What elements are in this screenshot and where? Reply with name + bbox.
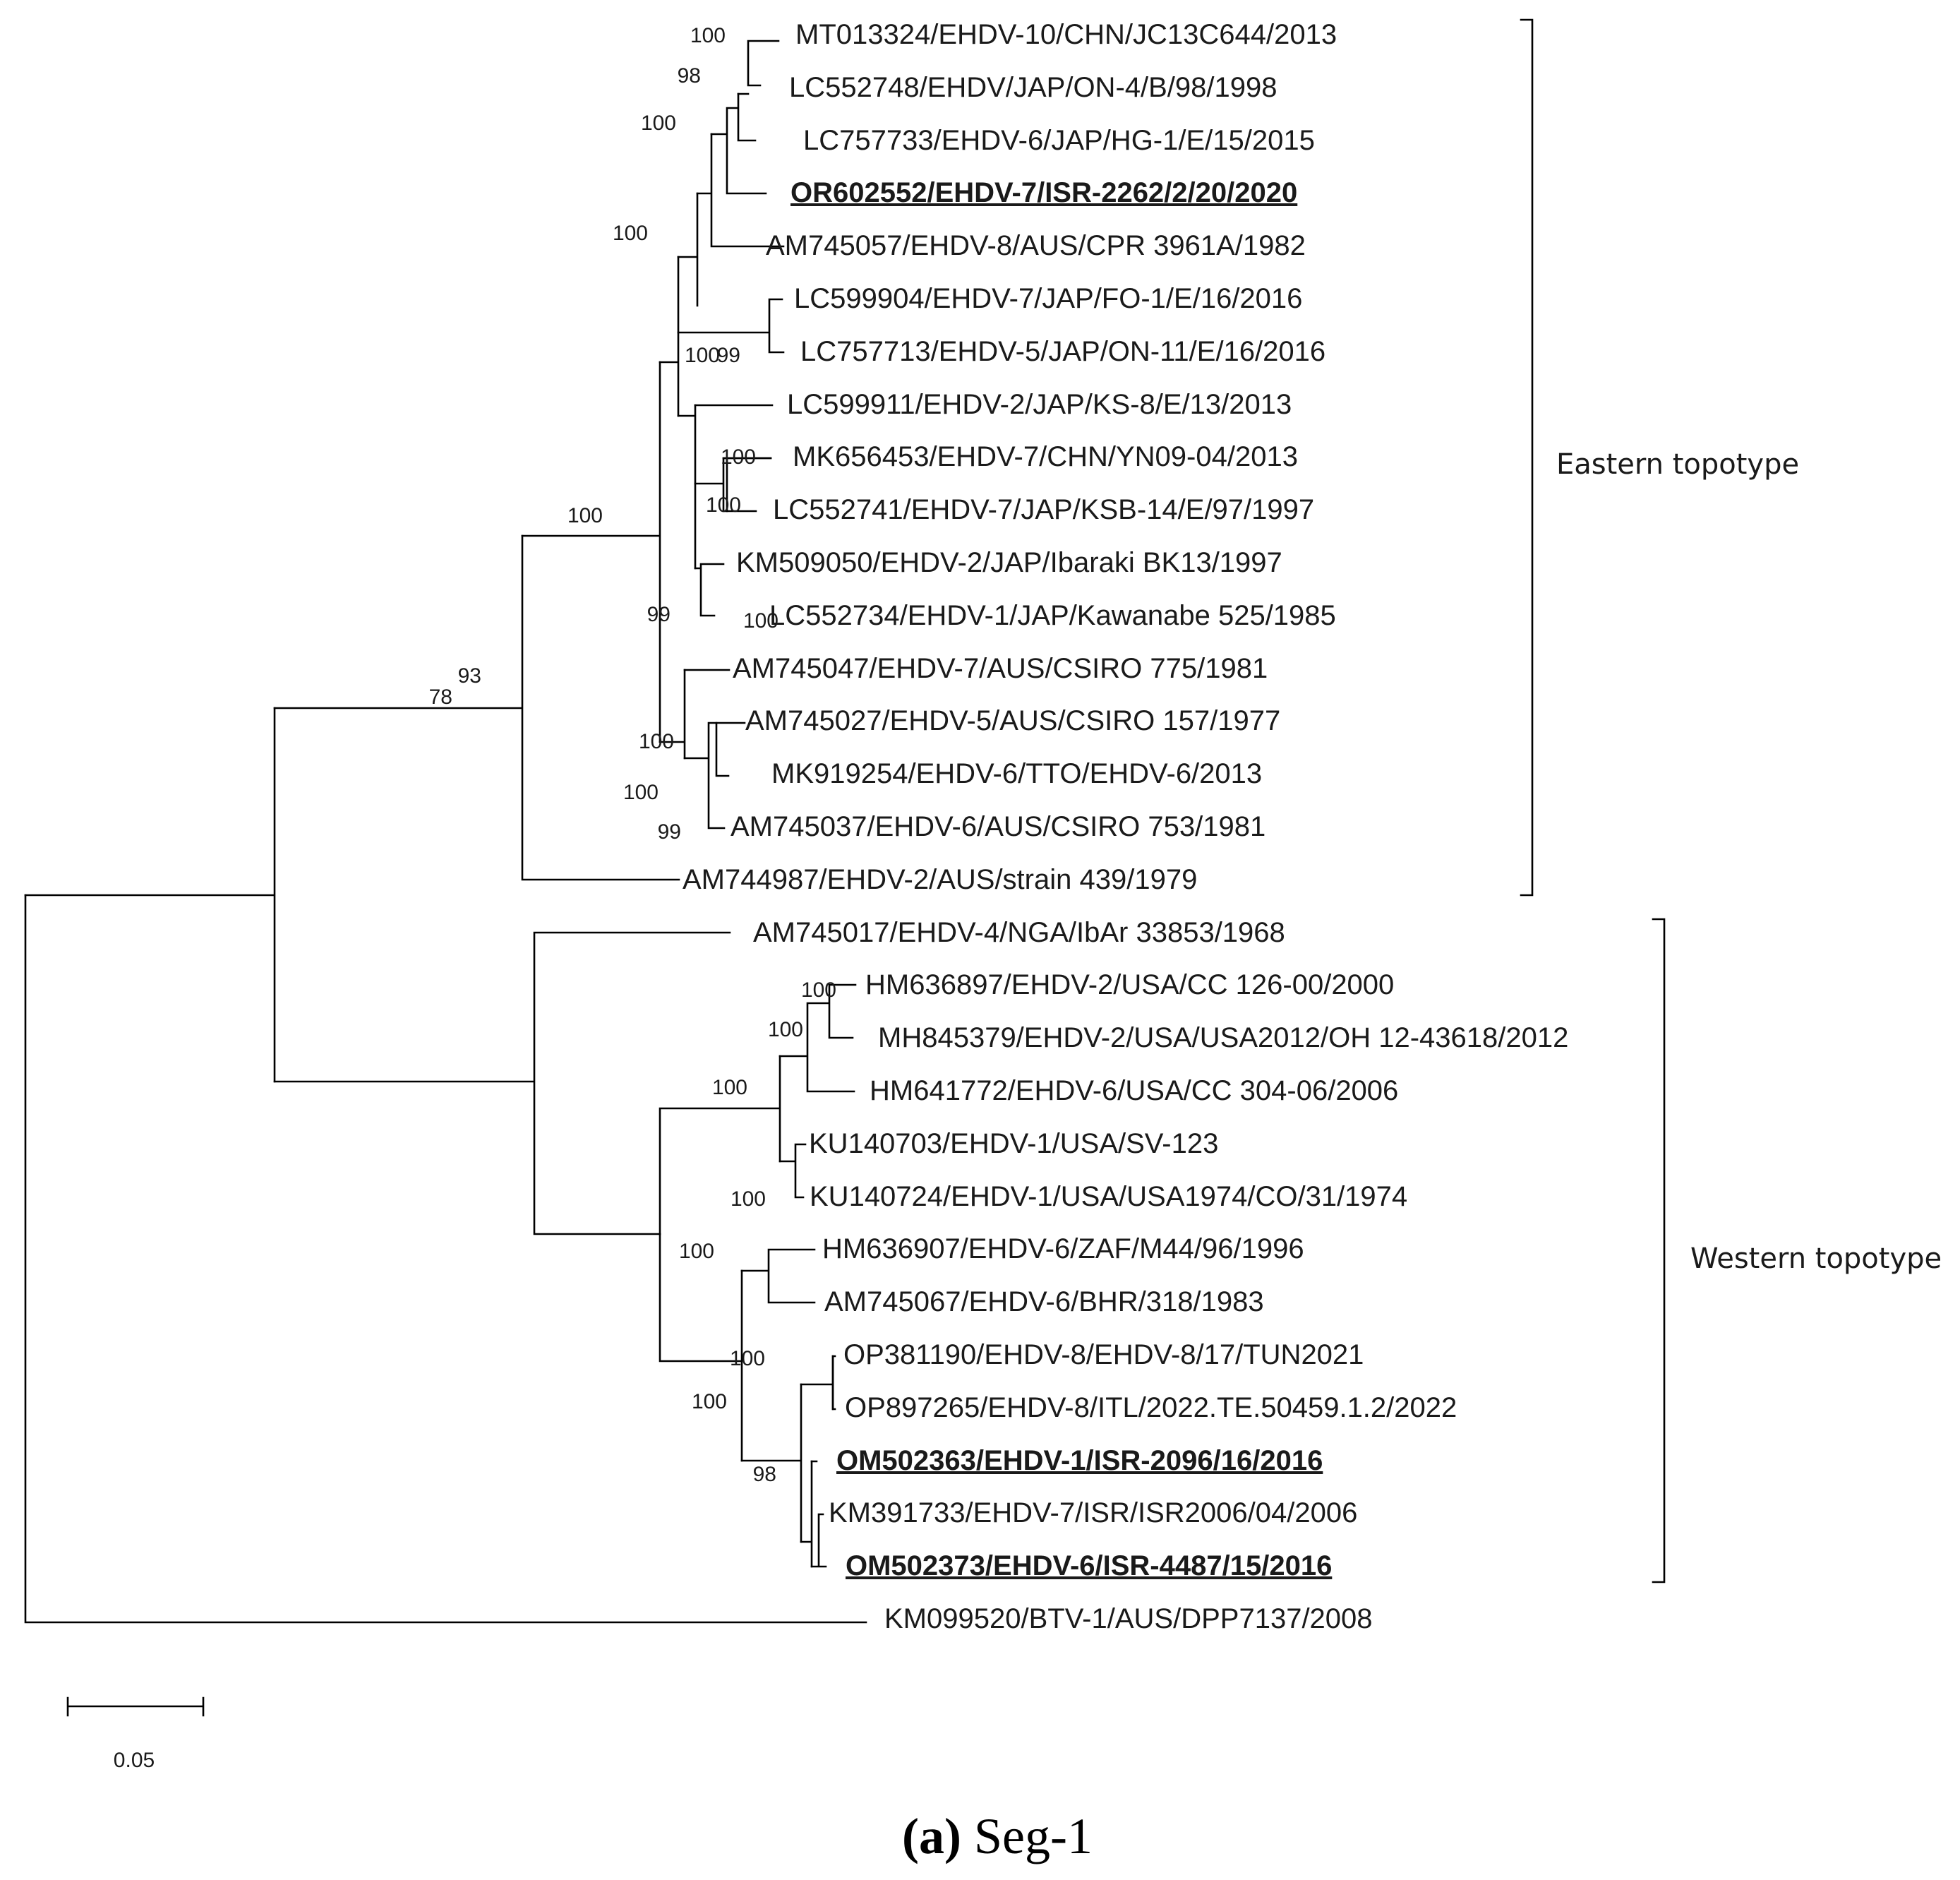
- tip-label: HM641772/EHDV-6/USA/CC 304-06/2006: [870, 1075, 1398, 1106]
- branch: [740, 1248, 816, 1304]
- tip-labels: MT013324/EHDV-10/CHN/JC13C644/2013LC5527…: [683, 19, 1568, 1634]
- scale-label: 0.05: [114, 1749, 155, 1772]
- tip-label: AM745047/EHDV-7/AUS/CSIRO 775/1981: [733, 653, 1268, 684]
- tip-label: LC757733/EHDV-6/JAP/HG-1/E/15/2015: [803, 125, 1315, 156]
- tip-label: OM502363/EHDV-1/ISR-2096/16/2016: [836, 1445, 1323, 1476]
- tip-label: AM745037/EHDV-6/AUS/CSIRO 753/1981: [731, 811, 1265, 842]
- tip-label: LC599904/EHDV-7/JAP/FO-1/E/16/2016: [794, 283, 1302, 314]
- eastern-topotype-label: Eastern topotype: [1556, 448, 1799, 481]
- tip-label: AM745017/EHDV-4/NGA/IbAr 33853/1968: [753, 917, 1285, 948]
- tip-label: KM391733/EHDV-7/ISR/ISR2006/04/2006: [829, 1497, 1357, 1528]
- bootstrap-value: 100: [641, 112, 676, 135]
- bootstrap-value: 100: [768, 1018, 803, 1041]
- tip-label: LC599911/EHDV-2/JAP/KS-8/E/13/2013: [787, 389, 1292, 420]
- branch: [273, 534, 680, 881]
- bootstrap-value: 100: [690, 24, 726, 47]
- branch: [659, 669, 686, 760]
- caption-letter: (a): [902, 1808, 961, 1864]
- tip-label: LC552734/EHDV-1/JAP/Kawanabe 525/1985: [769, 600, 1336, 631]
- bootstrap-value: 100: [801, 978, 836, 1002]
- tip-label: OP897265/EHDV-8/ITL/2022.TE.50459.1.2/20…: [845, 1392, 1457, 1423]
- branch: [800, 1355, 836, 1411]
- bootstrap-value: 99: [658, 820, 681, 844]
- branch: [659, 1055, 781, 1235]
- tip-label: KU140703/EHDV-1/USA/SV-123: [809, 1128, 1218, 1159]
- branch: [715, 722, 746, 777]
- tip-label: AM744987/EHDV-2/AUS/strain 439/1979: [683, 864, 1197, 895]
- tip-label: MK656453/EHDV-7/CHN/YN09-04/2013: [793, 441, 1298, 472]
- branch: [24, 894, 867, 1624]
- bootstrap-value: 100: [567, 504, 603, 527]
- bootstrap-value: 100: [712, 1076, 747, 1099]
- branch: [677, 404, 697, 570]
- bootstrap-value: 100: [731, 1187, 766, 1211]
- branch: [810, 1460, 827, 1568]
- bootstrap-value: 100: [706, 493, 741, 517]
- tip-label: KU140724/EHDV-1/USA/USA1974/CO/31/1974: [810, 1181, 1407, 1212]
- tip-label: MK919254/EHDV-6/TTO/EHDV-6/2013: [771, 758, 1262, 789]
- tip-label: KM509050/EHDV-2/JAP/Ibaraki BK13/1997: [736, 547, 1282, 578]
- bootstrap-value: 100: [623, 781, 659, 804]
- bootstrap-value: 98: [753, 1463, 776, 1486]
- bootstrap-value: 100: [721, 445, 756, 469]
- bootstrap-value: 99: [717, 344, 740, 367]
- tip-label: OM502373/EHDV-6/ISR-4487/15/2016: [846, 1550, 1332, 1581]
- tip-label: LC552748/EHDV/JAP/ON-4/B/98/1998: [789, 72, 1277, 103]
- western-topotype-label: Western topotype: [1690, 1243, 1942, 1275]
- bootstrap-value: 100: [679, 1240, 714, 1263]
- scale-bar: [66, 1696, 205, 1717]
- bootstrap-labels: 1009810010010010099781001001009910010099…: [429, 24, 836, 1486]
- branch: [659, 256, 680, 417]
- tip-label: OR602552/EHDV-7/ISR-2262/2/20/2020: [790, 177, 1297, 208]
- branch: [521, 361, 661, 743]
- bootstrap-value: 100: [730, 1347, 765, 1370]
- branch: [800, 1460, 813, 1568]
- branch: [677, 192, 699, 307]
- tip-label: KM099520/BTV-1/AUS/DPP7137/2008: [884, 1603, 1373, 1634]
- tip-label: AM745067/EHDV-6/BHR/318/1983: [824, 1286, 1264, 1317]
- tip-label: OP381190/EHDV-8/EHDV-8/17/TUN2021: [843, 1339, 1364, 1370]
- bootstrap-value: 100: [613, 222, 648, 245]
- tip-label: LC552741/EHDV-7/JAP/KSB-14/E/97/1997: [773, 494, 1314, 525]
- branch: [710, 92, 767, 195]
- branch: [722, 457, 772, 513]
- bootstrap-value: 100: [743, 609, 778, 633]
- bootstrap-value: 100: [685, 344, 720, 367]
- branch: [778, 983, 857, 1093]
- figure-caption: (a) Seg-1: [902, 1808, 1093, 1864]
- branch: [683, 669, 731, 830]
- branch: [694, 563, 725, 617]
- tip-label: HM636897/EHDV-2/USA/CC 126-00/2000: [865, 969, 1394, 1000]
- caption-text: Seg-1: [961, 1808, 1093, 1864]
- tip-label: AM745057/EHDV-8/AUS/CPR 3961A/1982: [766, 230, 1306, 261]
- bootstrap-value: 78: [429, 685, 452, 709]
- eastern-bracket: [1520, 18, 1534, 897]
- bootstrap-value: 99: [647, 603, 671, 626]
- bootstrap-value: 100: [639, 730, 674, 753]
- tree-branches: [24, 40, 867, 1624]
- branch: [737, 40, 780, 95]
- branch: [273, 931, 731, 1235]
- tip-label: HM636907/EHDV-6/ZAF/M44/96/1996: [822, 1233, 1304, 1264]
- branch: [740, 1383, 802, 1543]
- branch: [677, 298, 785, 354]
- bootstrap-value: 100: [692, 1390, 727, 1413]
- tip-label: MT013324/EHDV-10/CHN/JC13C644/2013: [795, 19, 1337, 50]
- tip-label: AM745027/EHDV-5/AUS/CSIRO 157/1977: [745, 705, 1280, 736]
- branch: [659, 1233, 743, 1462]
- branch: [24, 707, 276, 1083]
- tip-label: LC757713/EHDV-5/JAP/ON-11/E/16/2016: [800, 336, 1325, 367]
- branch: [696, 133, 785, 248]
- western-bracket: [1652, 918, 1666, 1583]
- branch: [778, 1143, 807, 1199]
- bootstrap-value: 98: [678, 64, 701, 88]
- tip-label: MH845379/EHDV-2/USA/USA2012/OH 12-43618/…: [878, 1022, 1568, 1053]
- bootstrap-value: 93: [458, 664, 481, 688]
